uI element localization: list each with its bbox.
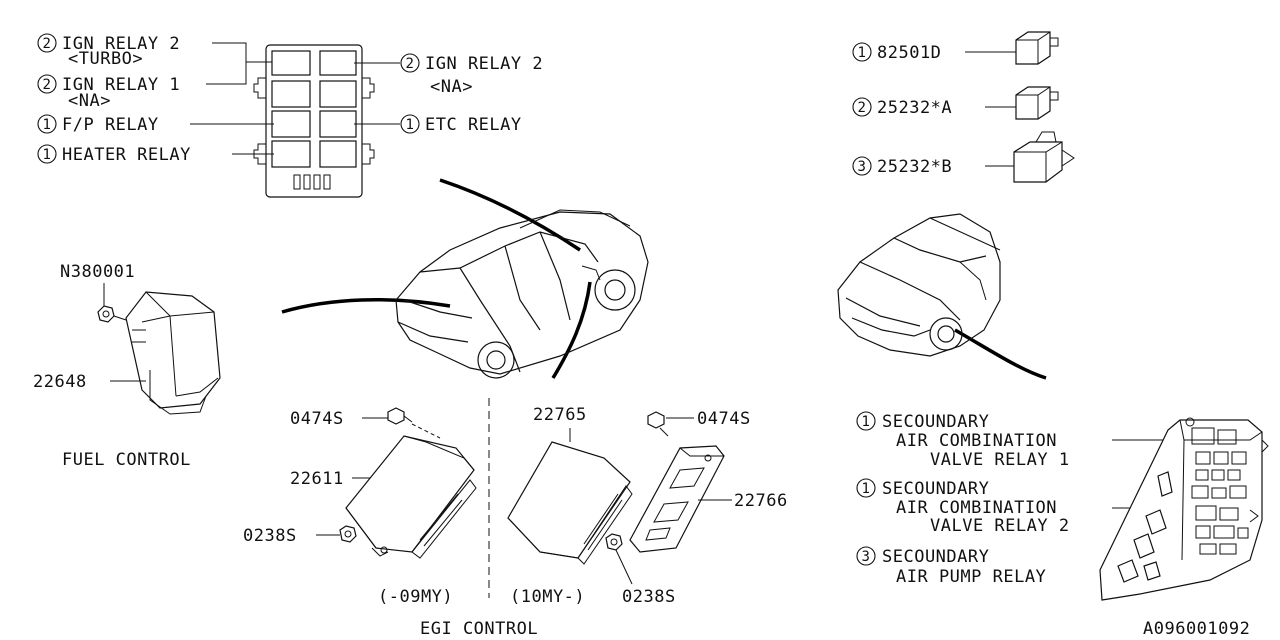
- module-part-label: 22765: [533, 405, 587, 425]
- circled-number: 3: [862, 549, 871, 565]
- nut-part-label: 0238S: [622, 587, 676, 607]
- relay-icon: [1015, 31, 1059, 65]
- circled-number: 1: [43, 117, 52, 133]
- relay-box: [253, 44, 375, 198]
- svg-text:VALVE RELAY 2: VALVE RELAY 2: [930, 516, 1070, 536]
- fuel-control-module: [125, 291, 221, 415]
- circled-number: 2: [858, 100, 867, 116]
- relay-type-82501d: 1 82501D: [852, 31, 1059, 65]
- svg-text:IGN RELAY 2: IGN RELAY 2: [62, 34, 180, 54]
- fuel-control-caption: FUEL CONTROL: [62, 450, 191, 470]
- svg-text:82501D: 82501D: [877, 43, 941, 63]
- egi-left-group: 0474S 22611 0238S (-09MY): [243, 407, 477, 607]
- svg-text:VALVE RELAY 1: VALVE RELAY 1: [930, 450, 1070, 470]
- engine-relay-0: 1 SECOUNDARY AIR COMBINATION VALVE RELAY…: [856, 411, 1174, 470]
- relay-type-25232b: 3 25232*B: [852, 131, 1075, 183]
- engine-relay-2: 3 SECOUNDARY AIR PUMP RELAY: [856, 546, 1141, 587]
- egi-control-caption: EGI CONTROL: [420, 619, 538, 639]
- circled-number: 1: [858, 45, 867, 61]
- nut-part-label: 0238S: [243, 526, 297, 546]
- relay-label-ign-relay-2-na: 2 IGN RELAY 2 <NA>: [400, 53, 543, 97]
- circled-number: 2: [43, 36, 52, 52]
- relay-icon: [1015, 86, 1059, 120]
- circled-number: 2: [43, 77, 52, 93]
- fuel-control-group: N380001 22648 FUEL CONTROL: [33, 262, 221, 470]
- svg-text:SECOUNDARY: SECOUNDARY: [882, 479, 989, 499]
- module-part-label: 22611: [290, 469, 344, 489]
- model-year-range: (-09MY): [378, 587, 453, 607]
- svg-text:AIR COMBINATION: AIR COMBINATION: [896, 431, 1057, 451]
- relay-label-heater-relay: 1 HEATER RELAY: [37, 144, 191, 165]
- nut-icon: [339, 525, 357, 543]
- bolt-part-label: 0474S: [697, 409, 751, 429]
- nut-part-label: N380001: [60, 262, 135, 282]
- circled-number: 1: [406, 117, 415, 133]
- module-part-label: 22648: [33, 372, 87, 392]
- bolt-icon: [387, 407, 413, 425]
- egi-bracket: [629, 445, 725, 553]
- egi-control-module-09my: [345, 435, 477, 559]
- bolt-part-label: 0474S: [290, 409, 344, 429]
- svg-text:<NA>: <NA>: [430, 77, 473, 97]
- svg-text:F/P RELAY: F/P RELAY: [62, 115, 159, 135]
- circled-number: 1: [862, 414, 871, 430]
- svg-text:IGN RELAY 2: IGN RELAY 2: [425, 54, 543, 74]
- circled-number: 3: [858, 159, 867, 175]
- svg-text:AIR PUMP RELAY: AIR PUMP RELAY: [896, 567, 1046, 587]
- relay-label-ign-relay-2-turbo: 2 IGN RELAY 2 <TURBO>: [37, 33, 180, 69]
- nut-icon: [97, 305, 115, 323]
- svg-text:25232*B: 25232*B: [877, 157, 952, 177]
- model-year-range: (10MY-): [510, 587, 585, 607]
- relay-label-etc-relay: 1 ETC RELAY: [400, 114, 522, 135]
- svg-text:IGN RELAY 1: IGN RELAY 1: [62, 75, 180, 95]
- relay-icon: [1013, 131, 1075, 183]
- bolt-icon: [647, 411, 669, 437]
- svg-text:ETC RELAY: ETC RELAY: [425, 115, 522, 135]
- svg-text:HEATER RELAY: HEATER RELAY: [62, 145, 191, 165]
- egi-control-module-10my: [507, 441, 633, 565]
- svg-text:SECOUNDARY: SECOUNDARY: [882, 547, 989, 567]
- engine-relay-1: 1 SECOUNDARY AIR COMBINATION VALVE RELAY…: [856, 478, 1168, 536]
- leader-lines-right: [354, 62, 400, 125]
- relay-label-fp-relay: 1 F/P RELAY: [37, 114, 159, 135]
- leader-lines-left: [190, 42, 274, 155]
- circled-number: 2: [406, 56, 415, 72]
- engine-relay-box: [1099, 417, 1269, 601]
- bracket-part-label: 22766: [734, 491, 788, 511]
- svg-text:AIR COMBINATION: AIR COMBINATION: [896, 498, 1057, 518]
- svg-text:SECOUNDARY: SECOUNDARY: [882, 412, 989, 432]
- egi-right-group: 22765 0474S 22766 0238S (1: [507, 405, 788, 607]
- svg-text:25232*A: 25232*A: [877, 98, 952, 118]
- nut-icon: [605, 533, 623, 551]
- circled-number: 1: [43, 147, 52, 163]
- circled-number: 1: [862, 481, 871, 497]
- hatchback-car-illustration: [281, 178, 649, 379]
- svg-text:<NA>: <NA>: [68, 91, 111, 111]
- diagram-id: A096001092: [1143, 619, 1250, 639]
- relay-label-ign-relay-1-na: 2 IGN RELAY 1 <NA>: [37, 74, 180, 111]
- relay-type-25232a: 2 25232*A: [852, 86, 1059, 120]
- sedan-car-illustration: [837, 213, 1047, 380]
- svg-text:<TURBO>: <TURBO>: [68, 49, 143, 69]
